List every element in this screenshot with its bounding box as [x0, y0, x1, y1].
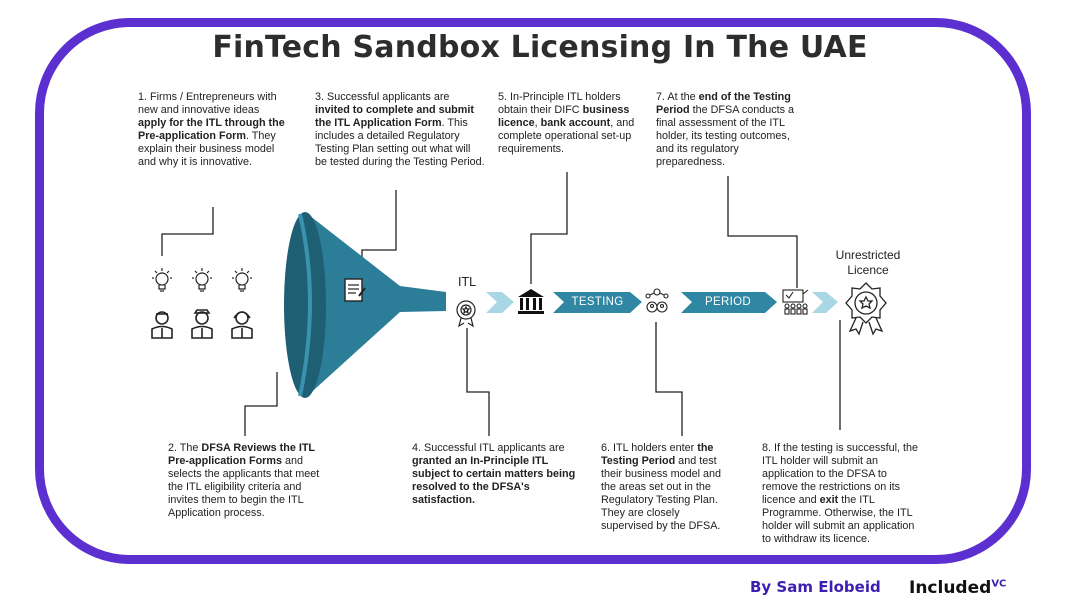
author-byline: By Sam Elobeid [750, 578, 881, 596]
itl-label: ITL [457, 275, 477, 289]
step-7-segment-1: end of the Testing Period [656, 91, 791, 116]
lightbulb-icon [232, 268, 252, 292]
step-5-segment-0: 5. In-Principle ITL holders obtain their… [498, 91, 621, 116]
step-6-segment-0: 6. ITL holders enter [601, 442, 698, 454]
bank-icon [518, 289, 544, 314]
step-2-segment-1: DFSA Reviews the ITL Pre-application For… [168, 442, 315, 467]
assessment-board-icon [782, 289, 809, 315]
step-8-segment-1: exit [819, 494, 839, 506]
step-5-text: 5. In-Principle ITL holders obtain their… [498, 91, 638, 156]
step-2-segment-2: and selects the applicants that meet the… [168, 455, 320, 519]
step-6-segment-1: the Testing Period [601, 442, 714, 467]
itl-badge-icon [456, 300, 476, 328]
step-2-segment-0: 2. The [168, 442, 202, 454]
step-5-segment-2: , [534, 117, 541, 129]
step-3-segment-1: invited to complete and submit the ITL A… [315, 104, 474, 129]
step-8-segment-2: the ITL Programme. Otherwise, the ITL ho… [762, 494, 915, 545]
page-title: FinTech Sandbox Licensing In The UAE [212, 30, 868, 65]
step-3-text: 3. Successful applicants are invited to … [315, 91, 485, 169]
person-icon [151, 311, 173, 339]
step-4-segment-0: 4. Successful ITL applicants are [412, 442, 565, 454]
step-8-text: 8. If the testing is successful, the ITL… [762, 442, 922, 546]
step-3-segment-0: 3. Successful applicants are [315, 91, 450, 103]
connector-lines [161, 172, 841, 436]
step-4-text: 4. Successful ITL applicants are granted… [412, 442, 582, 507]
chevron-light-2 [812, 292, 838, 313]
connector-step-5 [530, 172, 568, 284]
person-icon [231, 311, 253, 339]
connector-step-6 [655, 322, 683, 436]
brand-name: Included [909, 578, 992, 598]
connector-step-2 [244, 372, 278, 436]
step-1-segment-0: 1. Firms / Entrepreneurs with new and in… [138, 91, 277, 116]
connector-step-4 [466, 328, 490, 436]
chevron-row [486, 292, 838, 313]
step-1-segment-2: . They explain their business model and … [138, 130, 276, 168]
step-6-text: 6. ITL holders enter the Testing Period … [601, 442, 731, 533]
chevron-light-1 [486, 292, 514, 313]
chevron-testing [553, 292, 642, 313]
people-network-icon [645, 288, 669, 313]
testing-label: TESTING [571, 296, 624, 308]
brand-logo: IncludedVC [909, 578, 1006, 598]
step-1-segment-1: apply for the ITL through the Pre-applic… [138, 117, 285, 142]
step-5-segment-4: , and complete operational set-up requir… [498, 117, 635, 155]
connector-step-1 [161, 207, 214, 256]
connector-step-7 [727, 176, 798, 288]
unrestricted-line2: Licence [847, 263, 889, 277]
person-icon [191, 309, 213, 339]
chevron-period [681, 292, 777, 313]
unrestricted-licence-label: Unrestricted Licence [818, 248, 918, 278]
brand-sup: VC [991, 578, 1007, 590]
lightbulb-icon [192, 268, 212, 292]
step-5-segment-1: business licence [498, 104, 630, 129]
step-4-segment-1: granted an In-Principle ITL subject to c… [412, 455, 576, 506]
person-icons [151, 309, 253, 339]
unrestricted-line1: Unrestricted [835, 248, 901, 262]
step-3-segment-2: . This includes a detailed Regulatory Te… [315, 117, 485, 168]
document-icon [344, 278, 366, 302]
funnel-shape [284, 212, 446, 398]
step-7-segment-0: 7. At the [656, 91, 699, 103]
step-7-text: 7. At the end of the Testing Period the … [656, 91, 806, 169]
lightbulb-icon [152, 268, 172, 292]
step-5-segment-3: bank account [540, 117, 611, 129]
step-1-text: 1. Firms / Entrepreneurs with new and in… [138, 91, 286, 169]
period-label: PERIOD [705, 296, 751, 308]
step-8-segment-0: 8. If the testing is successful, the ITL… [762, 442, 919, 506]
step-7-segment-2: the DFSA conducts a final assessment of … [656, 104, 795, 168]
lightbulb-icons [152, 268, 252, 292]
step-6-segment-2: and test their business model and the ar… [601, 455, 722, 532]
certificate-badge-icon [845, 282, 887, 336]
step-2-text: 2. The DFSA Reviews the ITL Pre-applicat… [168, 442, 328, 520]
